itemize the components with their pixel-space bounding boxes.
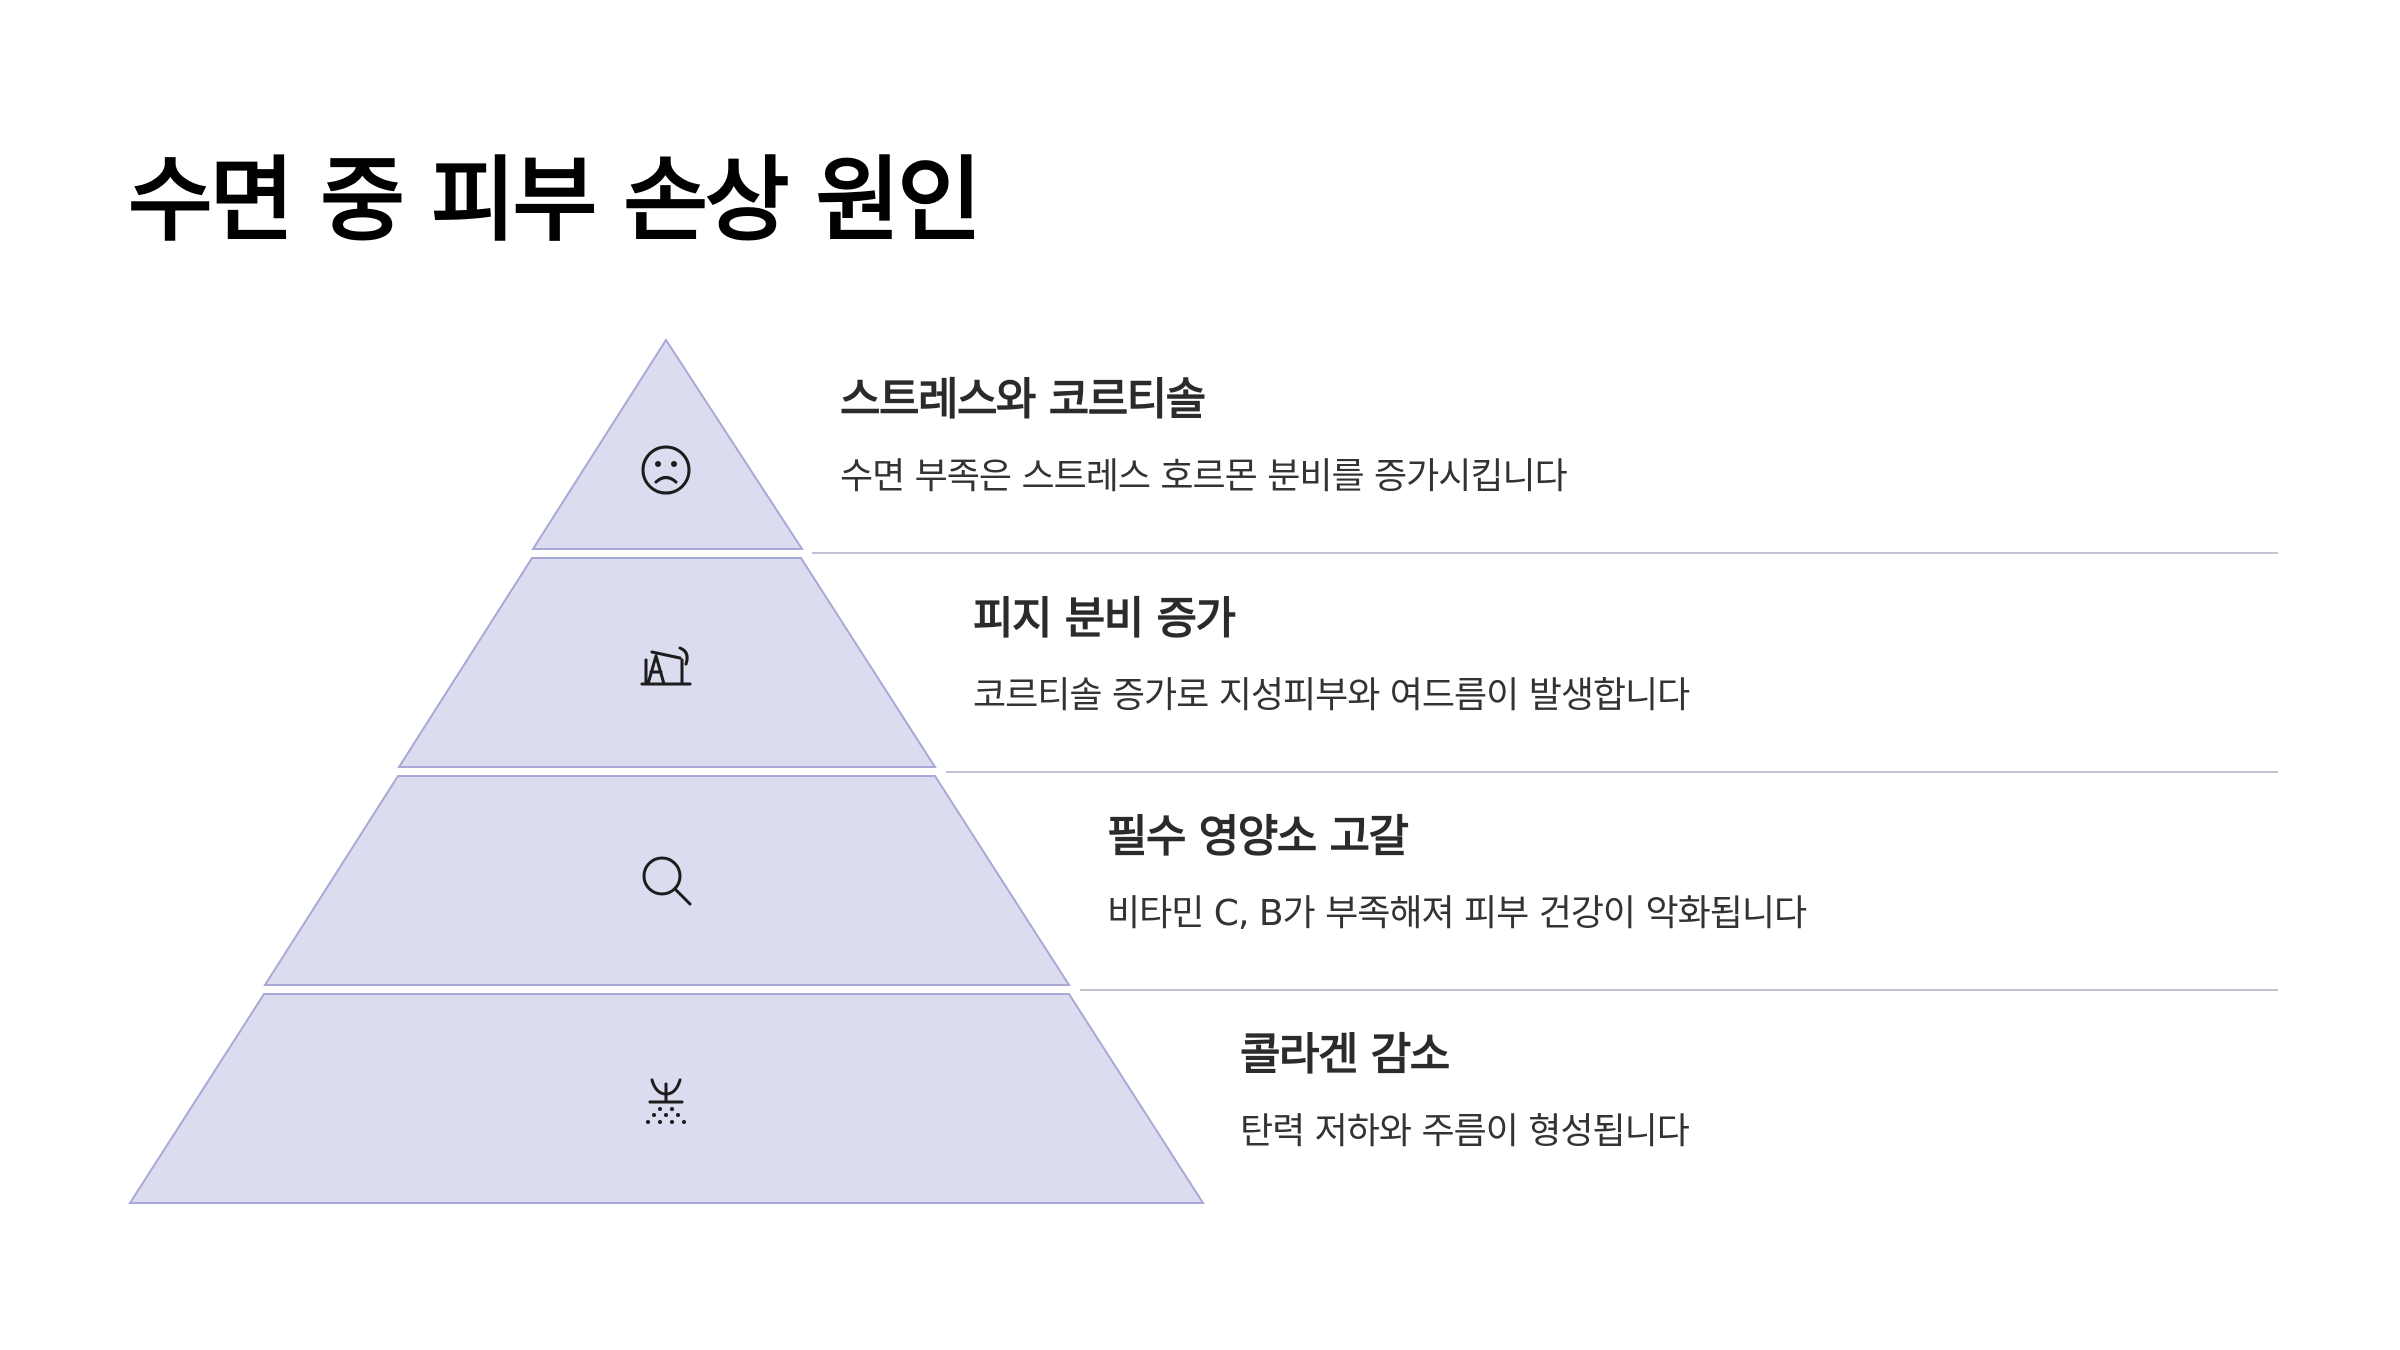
layer-4-description: 탄력 저하와 주름이 형성됩니다: [1240, 1110, 1690, 1152]
pyramid-layer-1: [531, 338, 804, 550]
layer-3-description: 비타민 C, B가 부족해져 피부 건강이 악화됩니다: [1107, 892, 1807, 934]
magnifying-glass-icon: [642, 856, 692, 906]
layer-2-heading: 피지 분비 증가: [973, 593, 1236, 644]
layer-2-description: 코르티솔 증가로 지성피부와 여드름이 발생합니다: [973, 674, 1690, 716]
wilting-sprout-icon: [646, 1078, 686, 1124]
layer-1-description: 수면 부족은 스트레스 호르몬 분비를 증가시킵니다: [840, 455, 1568, 497]
pyramid-layer-1-shape: [531, 338, 804, 550]
slide-title: 수면 중 피부 손상 원인: [128, 147, 982, 254]
layer-2-text: 피지 분비 증가 코르티솔 증가로 지성피부와 여드름이 발생합니다: [973, 593, 2400, 717]
sad-face-icon: [641, 445, 691, 495]
pyramid-layer-4: [128, 993, 1205, 1204]
layer-1-text: 스트레스와 코르티솔 수면 부족은 스트레스 호르몬 분비를 증가시킵니다: [840, 374, 2290, 498]
pyramid-layer-2: [397, 557, 937, 768]
oil-pump-icon: [640, 646, 692, 686]
layer-3-text: 필수 영양소 고갈 비타민 C, B가 부족해져 피부 건강이 악화됩니다: [1107, 811, 2400, 935]
layer-1-heading: 스트레스와 코르티솔: [840, 374, 1206, 425]
layer-4-heading: 콜라겐 감소: [1240, 1029, 1450, 1080]
pyramid-layer-3: [263, 775, 1071, 986]
pyramid-layer-3-shape: [263, 775, 1071, 986]
layer-3-heading: 필수 영양소 고갈: [1107, 811, 1409, 862]
pyramid-layer-2-shape: [397, 557, 937, 768]
layer-4-text: 콜라겐 감소 탄력 저하와 주름이 형성됩니다: [1240, 1029, 2400, 1153]
